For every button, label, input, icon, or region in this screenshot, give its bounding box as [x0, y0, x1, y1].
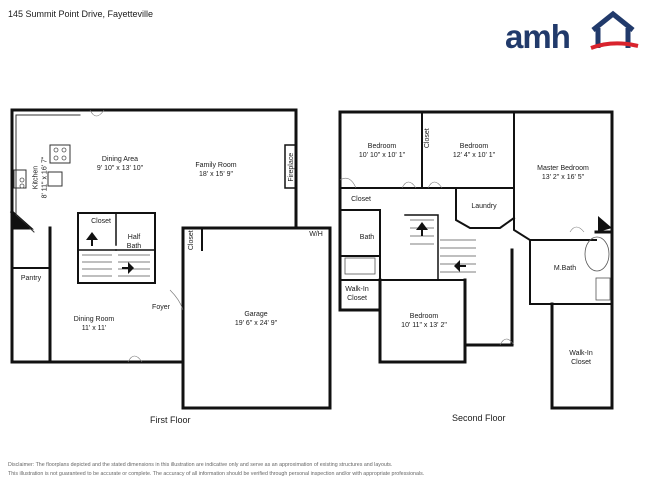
label-laundry: Laundry: [471, 203, 497, 210]
label-wh: W/H: [309, 231, 323, 238]
second-floor-walls: [338, 110, 614, 410]
disclaimer-line-2: This illustration is not guaranteed to b…: [8, 471, 425, 477]
label-closet-top: Closet: [423, 128, 431, 149]
label-foyer: Foyer: [152, 304, 170, 311]
address-title: 145 Summit Point Drive, Fayetteville: [8, 9, 154, 19]
first-floor-walls: [10, 108, 332, 410]
second-floor-title: Second Floor: [452, 413, 506, 423]
logo-house-icon: [590, 10, 639, 50]
logo-text: amh: [505, 18, 571, 55]
label-garage-closet: Closet: [187, 230, 195, 251]
amh-logo: amh: [505, 8, 640, 55]
label-fireplace: Fireplace: [287, 152, 295, 182]
disclaimer: Disclaimer: The floorplans depicted and …: [8, 461, 638, 479]
label-walkin-left: Walk-In Closet: [345, 286, 369, 302]
label-pantry: Pantry: [20, 275, 42, 282]
disclaimer-line-1: Disclaimer: The floorplans depicted and …: [8, 462, 393, 468]
first-floor-title: First Floor: [150, 415, 191, 425]
label-bath: Bath: [359, 234, 375, 241]
label-mbath: M.Bath: [553, 265, 577, 272]
label-half-bath: Half Bath: [126, 234, 142, 250]
label-closet-left: Closet: [351, 196, 371, 203]
label-closet: Closet: [91, 218, 111, 225]
label-walkin-right: Walk-In Closet: [569, 350, 593, 366]
